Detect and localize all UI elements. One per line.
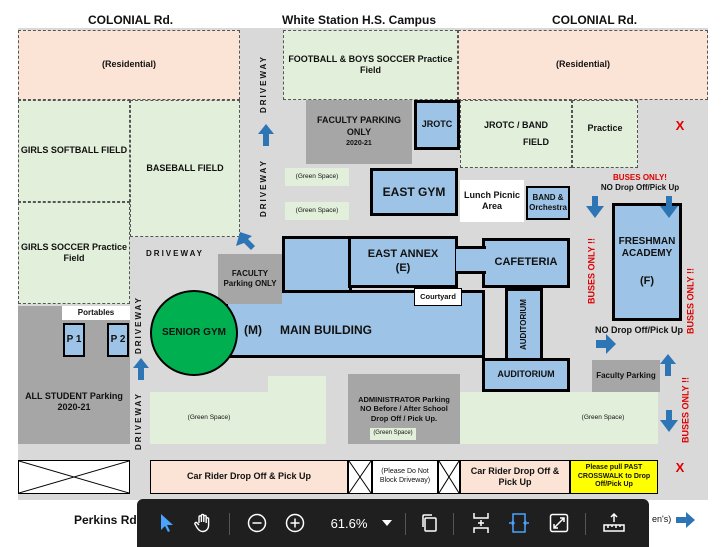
road-label-south-right: en's) xyxy=(652,514,672,524)
freshman-academy-label: FRESHMAN ACADEMY xyxy=(618,235,676,260)
blocked-driveway-left xyxy=(348,460,372,494)
zoom-dropdown-icon[interactable] xyxy=(379,515,395,531)
toolbar-separator xyxy=(229,513,230,535)
do-not-block-note: (Please Do Not Block Driveway) xyxy=(372,460,438,494)
arrow-right-icon xyxy=(676,512,695,528)
green-space-4: (Green Space) xyxy=(548,392,658,444)
buses-only-top-label: BUSES ONLY! xyxy=(613,173,667,182)
blocked-area-left xyxy=(18,460,130,494)
arrow-right-icon xyxy=(596,334,616,354)
jrotc-building: JROTC xyxy=(414,100,460,150)
practice-field: Practice xyxy=(572,100,638,168)
arrow-up-icon xyxy=(258,124,274,146)
arrow-down-icon xyxy=(586,196,604,218)
toolbar-separator xyxy=(585,513,586,535)
hand-icon[interactable] xyxy=(191,511,215,535)
select-icon[interactable] xyxy=(155,511,179,535)
all-student-parking: ALL STUDENT Parking 2020-21 xyxy=(18,360,130,444)
east-annex-code: (E) xyxy=(395,262,411,274)
main-building-label: MAIN BUILDING xyxy=(280,322,372,337)
lunch-picnic-area: Lunch Picnic Area xyxy=(460,180,524,222)
girls-soccer-field: GIRLS SOCCER Practice Field xyxy=(18,202,130,304)
football-field: FOOTBALL & BOYS SOCCER Practice Field xyxy=(283,30,458,100)
driveway-x-icon-left xyxy=(349,461,371,493)
portable-p1: P 1 xyxy=(63,323,85,357)
courtyard: Courtyard xyxy=(414,288,462,306)
car-rider-left: Car Rider Drop Off & Pick Up xyxy=(150,460,348,494)
green-space-1: (Green Space) xyxy=(285,168,349,186)
east-annex-label: EAST ANNEX xyxy=(367,248,439,261)
x-mark-bottom: X xyxy=(675,459,685,475)
green-space-3: (Green Space) xyxy=(150,392,268,444)
residential-left: (Residential) xyxy=(18,30,240,100)
portable-p2: P 2 xyxy=(107,323,129,357)
auditorium: AUDITORIUM xyxy=(482,358,570,392)
freshman-code: (F) xyxy=(639,274,655,287)
road-label-north-left: COLONIAL Rd. xyxy=(88,13,174,27)
main-building-label-row: (M) MAIN BUILDING xyxy=(244,318,414,342)
main-building-code: (M) xyxy=(244,322,262,337)
no-dropoff-mid: NO Drop Off/Pick Up xyxy=(594,325,683,336)
campus-title: White Station H.S. Campus xyxy=(282,13,437,27)
cafeteria: CAFETERIA xyxy=(482,238,570,288)
faculty-parking-top: FACULTY PARKING ONLY 2020-21 xyxy=(306,100,412,164)
senior-gym: SENIOR GYM xyxy=(150,290,238,376)
buses-only-top-notice: BUSES ONLY! NO Drop Off/Pick Up xyxy=(572,170,708,196)
ruler-icon[interactable] xyxy=(601,511,627,535)
band-orchestra: BAND & Orchestra xyxy=(526,186,570,220)
faculty-parking-year: 2020-21 xyxy=(346,139,372,147)
girls-softball-field: GIRLS SOFTBALL FIELD xyxy=(18,100,130,202)
fit-page-icon[interactable] xyxy=(469,511,493,535)
arrow-diagonal-icon xyxy=(236,232,255,250)
east-annex: EAST ANNEX (E) xyxy=(348,236,458,288)
driveway-x-icon-right xyxy=(439,461,459,493)
x-mark-top: X xyxy=(675,117,685,133)
green-space-2: (Green Space) xyxy=(285,202,349,220)
portables-label: Portables xyxy=(62,306,130,320)
green-space-5: (Green Space) xyxy=(370,428,416,440)
driveway-label-h: DRIVEWAY xyxy=(146,249,204,258)
blocked-x-icon xyxy=(19,461,129,493)
no-dropoff-top-label: NO Drop Off/Pick Up xyxy=(600,183,680,192)
green-space-left-of-admin xyxy=(268,376,326,444)
faculty-parking-right: Faculty Parking xyxy=(592,360,660,392)
arrow-down-icon xyxy=(660,410,678,432)
zoom-out-icon[interactable] xyxy=(245,511,269,535)
car-rider-right: Car Rider Drop Off & Pick Up xyxy=(460,460,570,494)
arrow-down-icon xyxy=(660,196,678,218)
baseball-field: BASEBALL FIELD xyxy=(130,100,240,237)
jrotc-band-label: JROTC / BAND xyxy=(483,119,548,130)
residential-right: (Residential) xyxy=(458,30,708,100)
east-gym: EAST GYM xyxy=(370,168,458,216)
faculty-parking-left: FACULTY Parking ONLY xyxy=(218,254,282,304)
road-label-south: Perkins Rd xyxy=(74,513,137,527)
road-label-north-right: COLONIAL Rd. xyxy=(552,13,638,27)
arrow-up-icon xyxy=(133,358,149,380)
fit-width-icon[interactable] xyxy=(507,511,531,535)
crosswalk-note: Please pull PAST CROSSWALK to Drop Off/P… xyxy=(570,460,658,494)
freshman-academy: FRESHMAN ACADEMY (F) xyxy=(612,203,682,321)
toolbar-separator xyxy=(453,513,454,535)
cafeteria-link xyxy=(456,246,486,274)
arrow-up-icon xyxy=(660,354,676,376)
field-label: FIELD xyxy=(523,137,549,147)
zoom-in-icon[interactable] xyxy=(283,511,307,535)
jrotc-band-field: JROTC / BAND FIELD xyxy=(460,100,572,168)
toolbar-separator xyxy=(405,513,406,535)
fullscreen-icon[interactable] xyxy=(547,511,571,535)
blocked-driveway-right xyxy=(438,460,460,494)
zoom-level[interactable]: 61.6% xyxy=(330,515,368,531)
faculty-parking-label: FACULTY PARKING ONLY xyxy=(316,115,401,137)
viewer-toolbar: 61.6% xyxy=(137,499,649,547)
copy-icon[interactable] xyxy=(417,511,441,535)
